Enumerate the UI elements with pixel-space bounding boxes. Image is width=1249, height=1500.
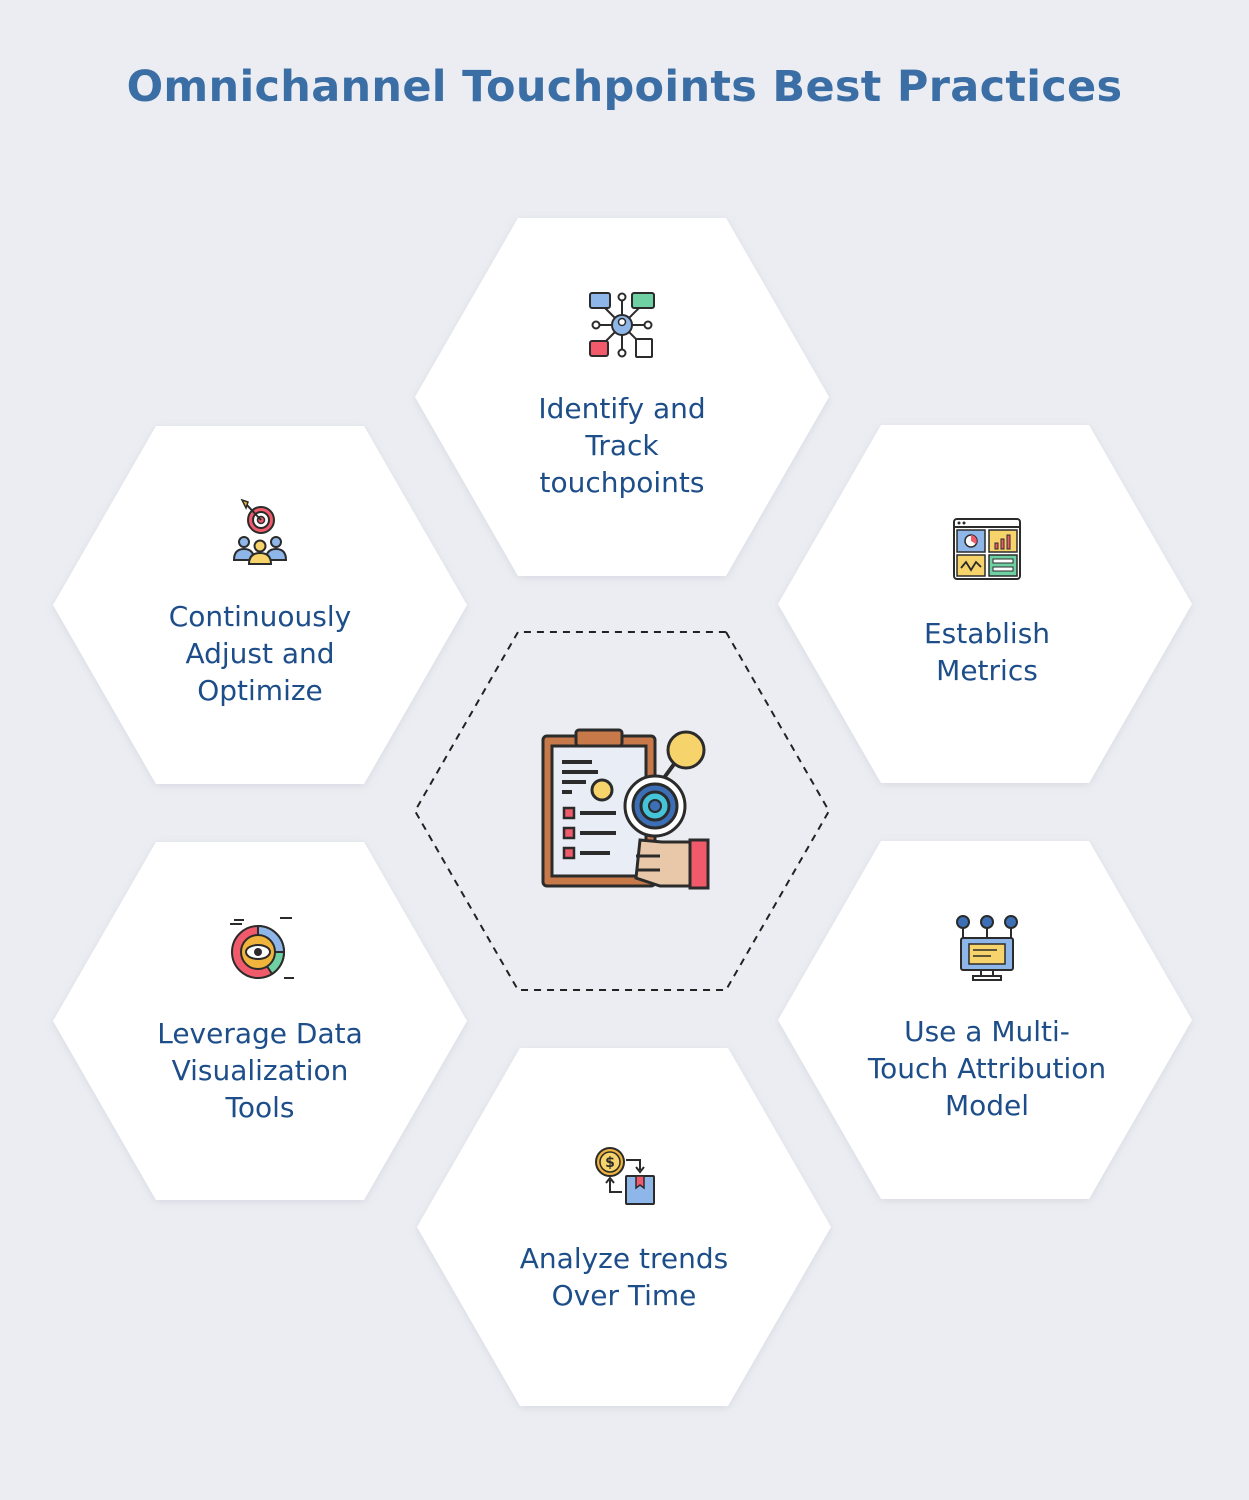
hexagon-multitouch [778,841,1192,1199]
hexagon-identify [415,218,829,576]
label-line: Model [944,1089,1030,1122]
omnichannel-network-icon [588,291,656,359]
label-line: touchpoints [539,466,705,499]
label-line: Metrics [936,654,1038,687]
data-visualization-icon [228,914,296,982]
metrics-dashboard-icon [953,518,1021,580]
label-line: Identify and [538,392,706,425]
hexagon-establish [778,425,1192,783]
label-line: Tools [225,1091,295,1124]
attribution-network-icon [953,914,1021,982]
label-line: Establish [923,617,1051,650]
label-leverage-data-visualization: Leverage Data Visualization Tools [110,1015,410,1126]
label-line: Over Time [551,1279,697,1312]
label-line: Continuously [168,600,352,633]
label-line: Optimize [197,674,323,707]
label-establish-metrics: Establish Metrics [837,615,1137,689]
label-line: Track [585,429,659,462]
label-line: Adjust and [185,637,335,670]
page-title: Omnichannel Touchpoints Best Practices [126,62,1123,112]
hexagon-analyze [417,1048,831,1406]
label-multi-touch-attribution: Use a Multi- Touch Attribution Model [837,1013,1137,1124]
hexagon-continuously [53,426,467,784]
label-line: Touch Attribution [867,1052,1107,1085]
label-line: Analyze trends [519,1242,729,1275]
clipboard-analysis-icon [540,728,712,896]
money-exchange-icon: $ [594,1146,656,1206]
label-identify-and-track: Identify and Track touchpoints [472,390,772,501]
label-line: Use a Multi- [904,1015,1070,1048]
label-line: Visualization [171,1054,349,1087]
label-continuously-adjust: Continuously Adjust and Optimize [110,598,410,709]
label-analyze-trends: Analyze trends Over Time [474,1240,774,1314]
svg-text:$: $ [605,1155,615,1171]
hexagon-leverage [53,842,467,1200]
target-audience-icon [230,498,290,566]
label-line: Leverage Data [157,1017,363,1050]
